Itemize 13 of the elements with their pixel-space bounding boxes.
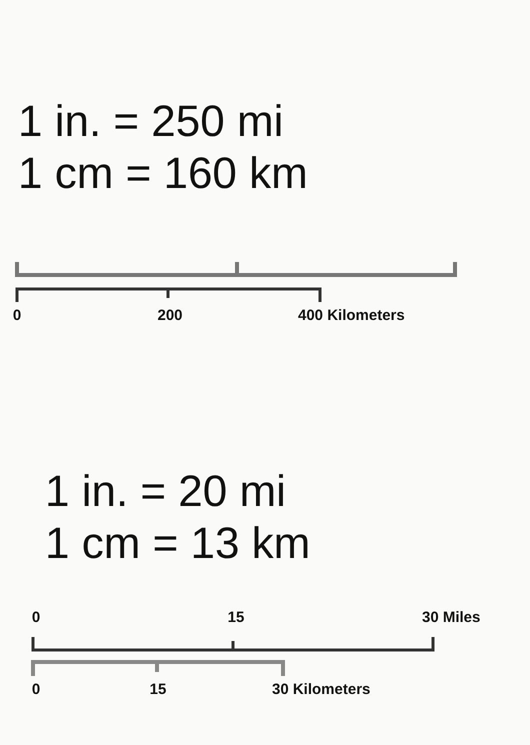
scale-statement: 1 cm = 160 km xyxy=(18,152,308,196)
tick-label: 15 xyxy=(228,610,244,625)
tick-label: 200 xyxy=(157,308,183,323)
tick-label: 15 xyxy=(150,682,166,697)
tick-label: 0 xyxy=(12,308,22,323)
scale-statement: 1 in. = 20 mi xyxy=(45,470,286,514)
tick-label: 30 Miles xyxy=(422,610,480,625)
tick-label: 0 xyxy=(32,610,40,625)
scale-statement: 1 in. = 250 mi xyxy=(18,100,284,144)
scale-statement: 1 cm = 13 km xyxy=(45,522,310,566)
tick-label: 400 Kilometers xyxy=(298,308,405,323)
tick-label: 0 xyxy=(32,682,40,697)
tick-label: 30 Kilometers xyxy=(272,682,370,697)
